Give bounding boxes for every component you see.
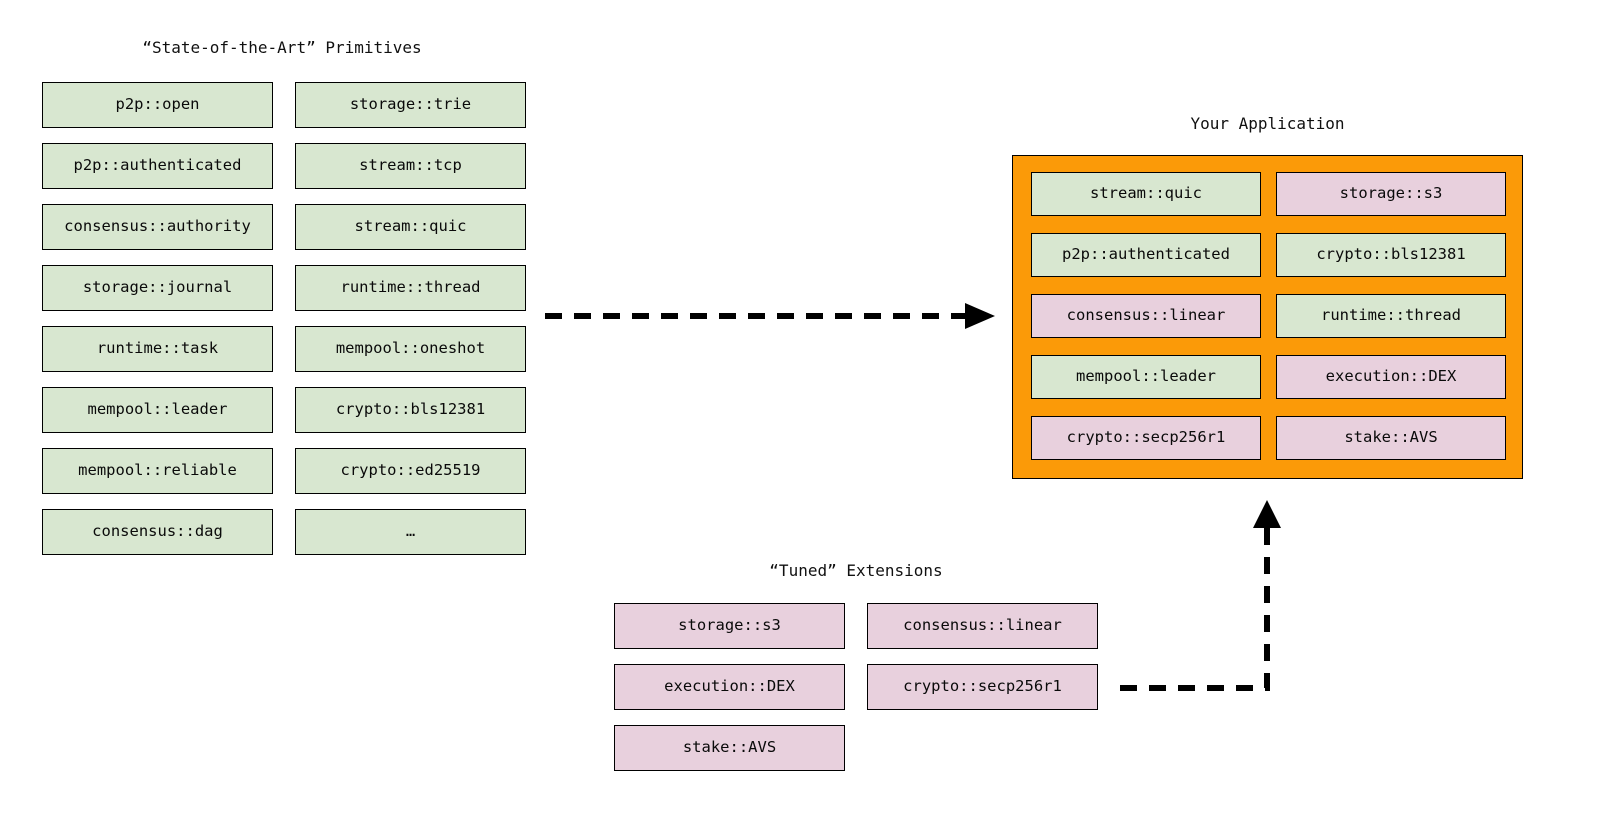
primitive-node[interactable]: crypto::bls12381 bbox=[295, 387, 526, 433]
primitive-node[interactable]: runtime::task bbox=[42, 326, 273, 372]
node-label: consensus::linear bbox=[903, 616, 1062, 635]
node-label: execution::DEX bbox=[1325, 367, 1457, 386]
extension-node[interactable]: crypto::secp256r1 bbox=[867, 664, 1098, 710]
node-label: execution::DEX bbox=[664, 677, 795, 696]
node-label: runtime::thread bbox=[1321, 306, 1461, 325]
node-label: crypto::bls12381 bbox=[335, 400, 486, 419]
primitive-node[interactable]: p2p::authenticated bbox=[42, 143, 273, 189]
node-label: mempool::reliable bbox=[78, 461, 237, 480]
node-label: mempool::leader bbox=[1076, 367, 1216, 386]
application-node[interactable]: crypto::bls12381 bbox=[1276, 233, 1506, 277]
node-label: … bbox=[405, 522, 416, 541]
application-section-title: Your Application bbox=[1190, 114, 1345, 133]
extensions-section-title: “Tuned” Extensions bbox=[769, 561, 943, 580]
primitive-node-ellipsis[interactable]: … bbox=[295, 509, 526, 555]
primitive-node[interactable]: runtime::thread bbox=[295, 265, 526, 311]
primitive-node[interactable]: stream::quic bbox=[295, 204, 526, 250]
primitives-section-title: “State-of-the-Art” Primitives bbox=[142, 38, 422, 57]
primitive-node[interactable]: storage::journal bbox=[42, 265, 273, 311]
application-node[interactable]: p2p::authenticated bbox=[1031, 233, 1261, 277]
node-label: p2p::authenticated bbox=[1062, 245, 1230, 264]
node-label: stake::AVS bbox=[1344, 428, 1438, 447]
extension-node[interactable]: consensus::linear bbox=[867, 603, 1098, 649]
node-label: stake::AVS bbox=[682, 738, 777, 757]
application-node[interactable]: stake::AVS bbox=[1276, 416, 1506, 460]
node-label: runtime::thread bbox=[340, 278, 481, 297]
node-label: crypto::bls12381 bbox=[1316, 245, 1466, 264]
node-label: consensus::dag bbox=[92, 522, 223, 541]
application-node[interactable]: mempool::leader bbox=[1031, 355, 1261, 399]
primitive-node[interactable]: consensus::dag bbox=[42, 509, 273, 555]
application-node[interactable]: runtime::thread bbox=[1276, 294, 1506, 338]
node-label: consensus::linear bbox=[1066, 306, 1226, 325]
node-label: stream::tcp bbox=[359, 156, 462, 175]
node-label: crypto::ed25519 bbox=[340, 461, 481, 480]
node-label: crypto::secp256r1 bbox=[903, 677, 1062, 696]
primitive-node[interactable]: consensus::authority bbox=[42, 204, 273, 250]
primitive-node[interactable]: mempool::reliable bbox=[42, 448, 273, 494]
application-node[interactable]: stream::quic bbox=[1031, 172, 1261, 216]
primitive-node[interactable]: mempool::oneshot bbox=[295, 326, 526, 372]
node-label: storage::s3 bbox=[1339, 184, 1443, 203]
node-label: storage::s3 bbox=[678, 616, 781, 635]
node-label: p2p::open bbox=[115, 95, 200, 114]
application-node[interactable]: execution::DEX bbox=[1276, 355, 1506, 399]
node-label: storage::trie bbox=[349, 95, 472, 114]
application-node[interactable]: consensus::linear bbox=[1031, 294, 1261, 338]
primitive-node[interactable]: stream::tcp bbox=[295, 143, 526, 189]
application-node[interactable]: storage::s3 bbox=[1276, 172, 1506, 216]
primitive-node[interactable]: storage::trie bbox=[295, 82, 526, 128]
application-node[interactable]: crypto::secp256r1 bbox=[1031, 416, 1261, 460]
node-label: stream::quic bbox=[1090, 184, 1202, 203]
primitives-to-application-arrow bbox=[545, 303, 995, 329]
primitive-node[interactable]: mempool::leader bbox=[42, 387, 273, 433]
extension-node[interactable]: execution::DEX bbox=[614, 664, 845, 710]
node-label: p2p::authenticated bbox=[73, 156, 242, 175]
extension-node[interactable]: stake::AVS bbox=[614, 725, 845, 771]
primitive-node[interactable]: crypto::ed25519 bbox=[295, 448, 526, 494]
node-label: stream::quic bbox=[354, 217, 467, 236]
node-label: crypto::secp256r1 bbox=[1066, 428, 1226, 447]
node-label: storage::journal bbox=[82, 278, 233, 297]
primitive-node[interactable]: p2p::open bbox=[42, 82, 273, 128]
node-label: mempool::leader bbox=[87, 400, 228, 419]
extension-node[interactable]: storage::s3 bbox=[614, 603, 845, 649]
node-label: consensus::authority bbox=[64, 217, 251, 236]
node-label: mempool::oneshot bbox=[335, 339, 486, 358]
node-label: runtime::task bbox=[96, 339, 219, 358]
extensions-to-application-arrow bbox=[1120, 500, 1281, 691]
